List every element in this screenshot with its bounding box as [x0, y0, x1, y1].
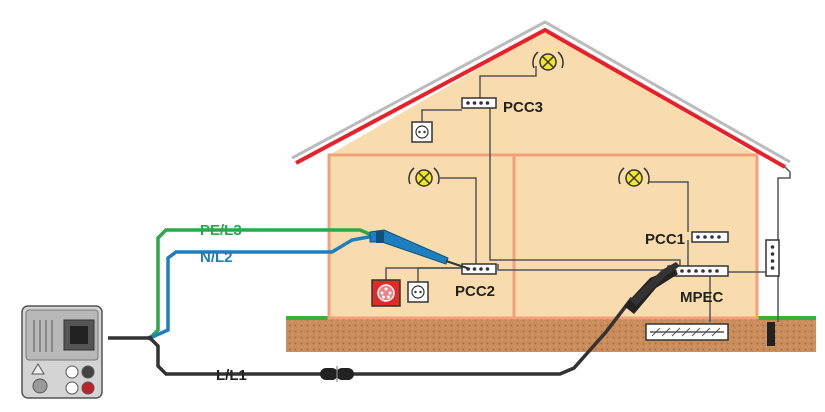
- socket-icon: [411, 121, 433, 143]
- house-walls: [327, 153, 759, 320]
- lamp-icon: [532, 51, 564, 71]
- socket-icon: [407, 281, 429, 303]
- instrument-icon: [21, 305, 103, 399]
- test-plug-icon: [320, 366, 354, 382]
- lamp-icon: [408, 167, 440, 187]
- lead-junction: [147, 335, 153, 341]
- label-n-l2: N/L2: [200, 249, 233, 266]
- test-probe-icon: [369, 229, 471, 270]
- l-l1-lead: [108, 336, 324, 376]
- label-pcc2: PCC2: [455, 283, 495, 300]
- grass-left: [286, 316, 328, 320]
- house-wall-fill: [329, 30, 757, 318]
- crocodile-clip-icon: [624, 262, 680, 314]
- pcc2-terminal-bar: [461, 263, 497, 275]
- diagram-labels: PE/L3 N/L2 L/L1 PCC3 PCC2 PCC1 MPEC: [200, 99, 724, 384]
- test-leads: [108, 228, 680, 382]
- label-pcc3: PCC3: [503, 99, 543, 116]
- grass-right: [756, 316, 816, 320]
- pe-l3-lead: [148, 228, 375, 340]
- n-l2-lead: [149, 234, 375, 340]
- ground: [286, 316, 816, 352]
- roof-outline: [291, 20, 791, 164]
- label-pcc1: PCC1: [645, 231, 685, 248]
- roof: [295, 27, 786, 169]
- earth-electrode-icon: [767, 322, 775, 346]
- pcc1-terminal-bar: [691, 231, 729, 243]
- label-l-l1: L/L1: [216, 367, 247, 384]
- label-pe-l3: PE/L3: [200, 222, 242, 239]
- industrial-socket-icon: [371, 279, 401, 307]
- lamp-icon: [618, 167, 650, 187]
- earth-down-conductor: [765, 166, 791, 346]
- house: [291, 20, 791, 320]
- label-mpec: MPEC: [680, 289, 724, 306]
- test-joint-box: [765, 239, 780, 277]
- soil-texture: [286, 318, 816, 352]
- pcc3-terminal-bar: [461, 97, 497, 109]
- foundation-electrode-hatch: [650, 327, 724, 337]
